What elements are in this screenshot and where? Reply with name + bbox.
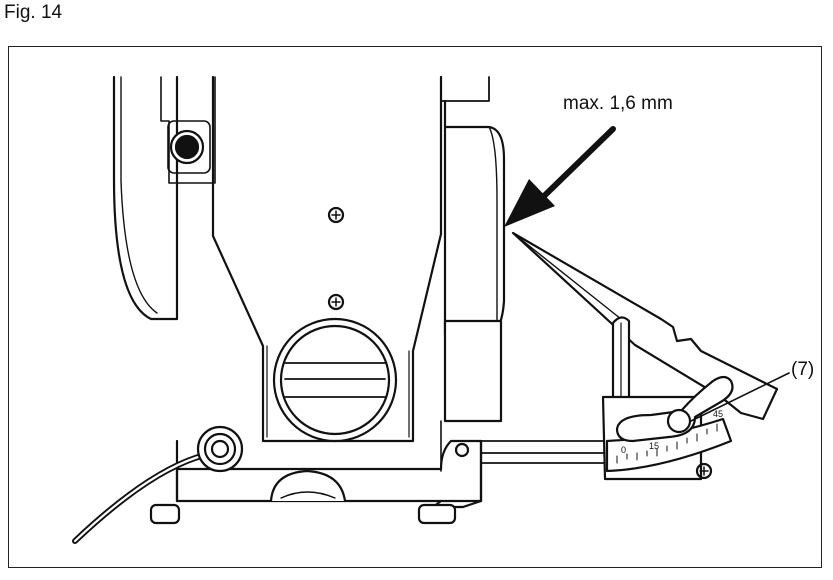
figure-label: Fig. 14 — [4, 2, 63, 23]
motor-housing — [112, 75, 216, 321]
gap-label: max. 1,6 mm — [563, 93, 673, 114]
angle-post — [611, 316, 631, 401]
blade-guard — [443, 99, 506, 423]
screw-icon — [327, 206, 345, 224]
power-cable — [72, 425, 244, 544]
clamping-lever-icon — [615, 375, 734, 443]
saw-base — [149, 420, 483, 525]
locking-knob-icon — [169, 129, 205, 165]
screw-icon — [327, 293, 345, 311]
saw-illustration: 0 15 45 (7) max. 1,6 mm — [72, 75, 814, 544]
gap-arrow-icon — [504, 126, 616, 227]
scale-label-15: 15 — [649, 441, 659, 451]
angle-fence — [511, 231, 779, 421]
callout-7-label: (7) — [791, 359, 814, 380]
dust-ejector — [272, 317, 398, 443]
scale-label-45: 45 — [713, 409, 723, 419]
guide-rails — [480, 440, 610, 464]
callout-7: (7) — [690, 359, 814, 422]
scale-label-0: 0 — [621, 445, 626, 455]
figure-frame: 0 15 45 (7) max. 1,6 mm — [8, 46, 822, 568]
